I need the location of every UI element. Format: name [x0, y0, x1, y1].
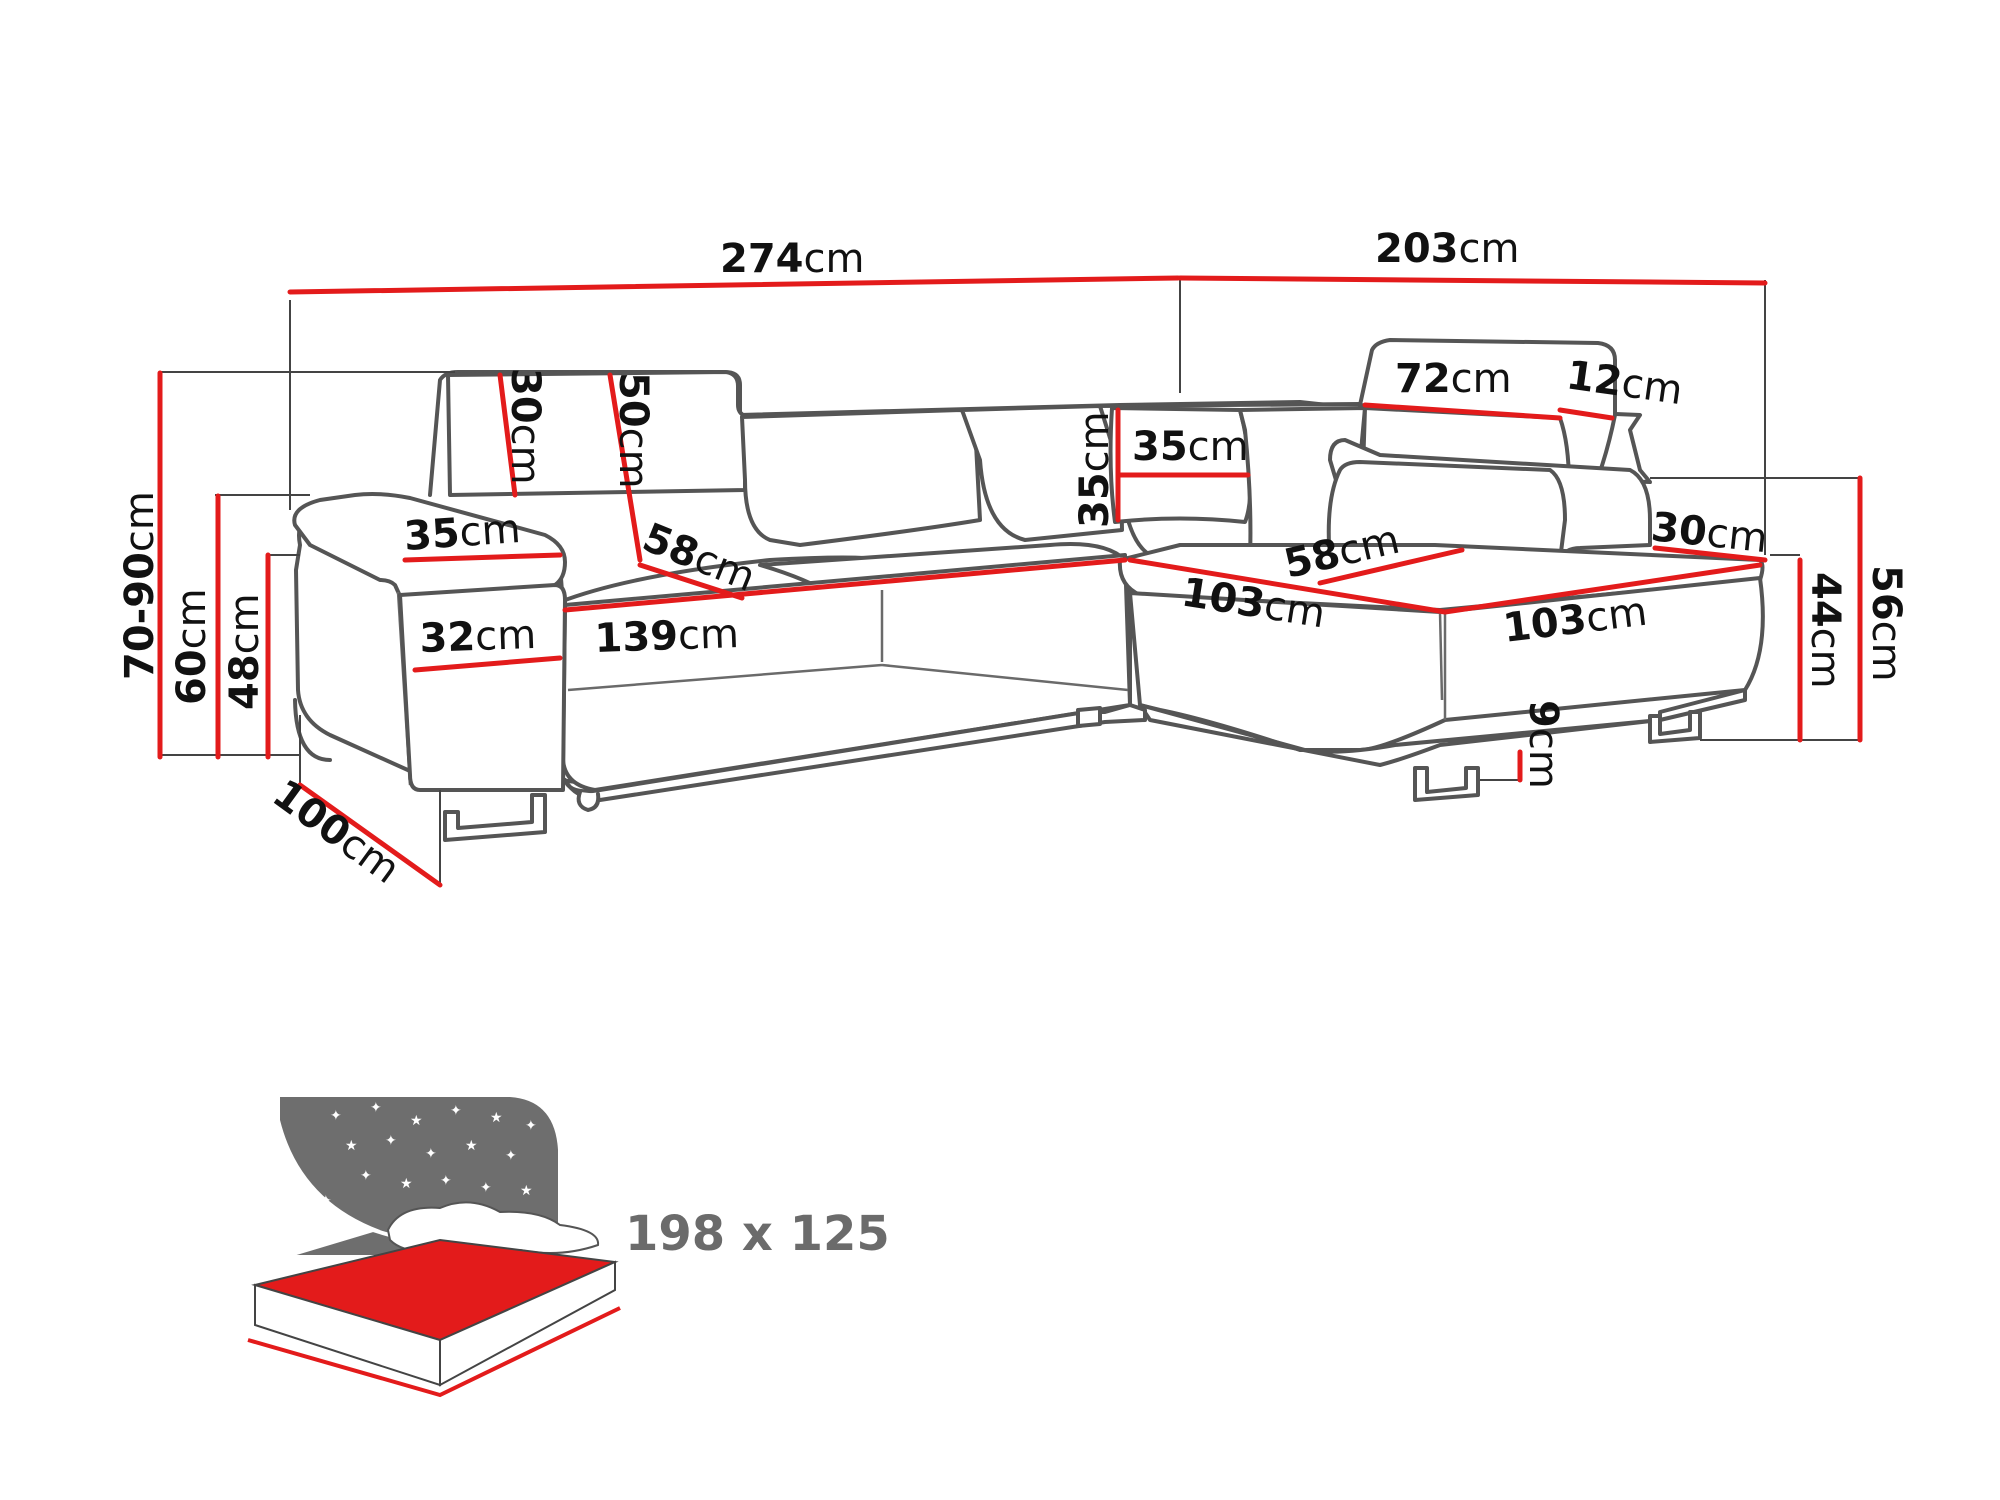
- svg-text:✦: ✦: [330, 1108, 342, 1124]
- chaise-base: [1138, 688, 1747, 767]
- dim-line-30-headrest: [497, 372, 518, 498]
- dimension-lines: [157, 275, 1863, 888]
- svg-text:✦: ✦: [425, 1146, 437, 1162]
- label-103-side: 103cm: [1501, 589, 1650, 652]
- dim-line-12: [1557, 407, 1615, 421]
- pull-handle-2: [293, 698, 332, 762]
- label-203: 203cm: [1375, 226, 1519, 272]
- dim-line-139: [562, 557, 1128, 613]
- sofa-base: [563, 703, 1147, 802]
- dim-line-203: [1177, 275, 1768, 286]
- label-9: 9cm: [1520, 700, 1566, 789]
- label-70-90: 70-90cm: [117, 491, 163, 680]
- foot-3: [1648, 710, 1702, 744]
- label-30-chaise: 30cm: [1649, 504, 1770, 562]
- label-pillow-h: 35cm: [1072, 411, 1118, 528]
- svg-text:✦: ✦: [450, 1103, 462, 1119]
- bed-size: 198 x 125: [625, 1206, 890, 1262]
- svg-text:★: ★: [345, 1138, 358, 1154]
- headrest-left: [446, 370, 747, 497]
- dim-line-58-left: [637, 562, 745, 601]
- dim-line-103-front: [1127, 557, 1448, 615]
- dim-line-72: [1362, 402, 1563, 421]
- dim-line-32: [412, 655, 563, 673]
- label-44: 44cm: [1802, 572, 1848, 689]
- foot-2: [1413, 766, 1480, 802]
- svg-text:✦: ✦: [525, 1118, 537, 1134]
- label-35-arm: 35cm: [402, 506, 522, 560]
- label-50: 50cm: [610, 372, 656, 489]
- label-72: 72cm: [1395, 356, 1512, 402]
- label-32: 32cm: [419, 612, 537, 662]
- dim-line-274: [287, 275, 1181, 295]
- label-100: 100cm: [264, 771, 408, 893]
- svg-text:✦: ✦: [505, 1148, 517, 1164]
- svg-text:✦: ✦: [440, 1173, 452, 1189]
- label-139: 139cm: [594, 611, 740, 662]
- svg-text:★: ★: [490, 1110, 503, 1126]
- sofa-drawing: [292, 338, 1765, 842]
- back-cushion-1: [740, 408, 982, 547]
- stars-icon: ✦✦★ ✦★✦ ★✦✦ ★✦✦ ★✦✦ ★✦✦: [320, 1100, 547, 1229]
- svg-text:✦: ✦: [360, 1168, 372, 1184]
- label-274: 274cm: [720, 236, 864, 282]
- dim-line-30-chaise: [1652, 545, 1768, 563]
- label-56: 56cm: [1863, 565, 1909, 682]
- label-60: 60cm: [169, 588, 215, 705]
- left-armrest-front: [398, 583, 567, 792]
- svg-text:✦: ✦: [370, 1100, 382, 1116]
- svg-text:★: ★: [400, 1176, 413, 1192]
- svg-text:✦: ✦: [480, 1180, 492, 1196]
- dim-line-58-chaise: [1317, 547, 1465, 586]
- dim-line-103-side: [1442, 562, 1763, 615]
- dim-line-100: [297, 782, 443, 888]
- svg-text:★: ★: [465, 1138, 478, 1154]
- svg-text:★: ★: [520, 1183, 533, 1199]
- extension-lines: [160, 280, 1860, 885]
- label-12: 12cm: [1564, 352, 1686, 414]
- svg-text:✦: ✦: [320, 1193, 332, 1209]
- foot-1: [443, 793, 547, 842]
- svg-text:★: ★: [410, 1113, 423, 1129]
- label-30-headrest: 30cm: [502, 368, 548, 485]
- foot-4: [1076, 706, 1102, 728]
- dimension-labels: 274cm 203cm 70-90cm 60cm 48cm 100cm 30cm…: [117, 226, 1909, 893]
- sleeping-function-icon: ✦✦★ ✦★✦ ★✦✦ ★✦✦ ★✦✦ ★✦✦ 198 x 125: [247, 1097, 890, 1398]
- pull-handle: [576, 790, 601, 812]
- dim-line-35-arm: [402, 552, 563, 563]
- svg-text:✦: ✦: [385, 1133, 397, 1149]
- label-48: 48cm: [222, 593, 268, 710]
- label-pillow-w: 35cm: [1132, 424, 1249, 470]
- chaise-back-cushion: [1326, 460, 1567, 562]
- dim-line-50: [607, 372, 643, 563]
